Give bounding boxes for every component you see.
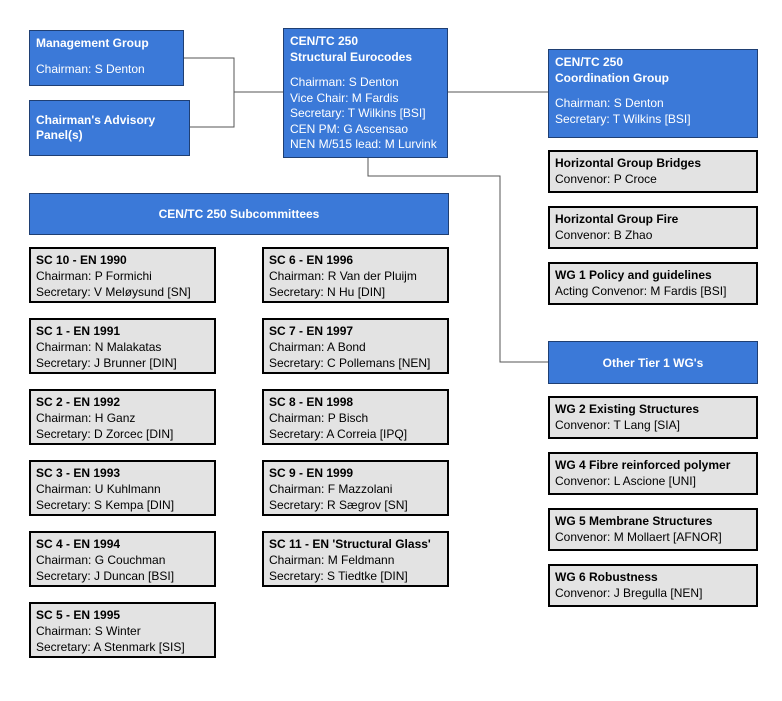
cen-tc-line: NEN M/515 lead: M Lurvink bbox=[290, 137, 437, 151]
subcommittee-secretary: Secretary: R Sægrov [SN] bbox=[269, 498, 408, 512]
horizontal-group-title: Horizontal Group Fire bbox=[555, 212, 679, 226]
working-group-convenor: Acting Convenor: M Fardis [BSI] bbox=[555, 284, 727, 298]
working-group-convenor: Convenor: M Mollaert [AFNOR] bbox=[555, 530, 722, 544]
working-group-title: WG 6 Robustness bbox=[555, 570, 658, 584]
subcommittee-chair: Chairman: F Mazzolani bbox=[269, 482, 393, 496]
working-group-convenor: Convenor: T Lang [SIA] bbox=[555, 418, 680, 432]
cen-tc-line: Chairman: S Denton bbox=[290, 75, 399, 89]
connector-management bbox=[184, 57, 235, 92]
subcommittee-secretary: Secretary: C Pollemans [NEN] bbox=[269, 356, 431, 370]
subcommittee-box: SC 7 - EN 1997 Chairman: A Bond Secretar… bbox=[262, 318, 449, 374]
coordination-title-2: Coordination Group bbox=[555, 70, 669, 85]
working-group-title: WG 4 Fibre reinforced polymer bbox=[555, 458, 731, 472]
subcommittee-chair: Chairman: A Bond bbox=[269, 340, 366, 354]
working-group-convenor: Convenor: L Ascione [UNI] bbox=[555, 474, 696, 488]
working-group-box: WG 6 Robustness Convenor: J Bregulla [NE… bbox=[548, 564, 758, 607]
subcommittee-secretary: Secretary: J Duncan [BSI] bbox=[36, 569, 175, 583]
subcommittee-secretary: Secretary: S Tiedtke [DIN] bbox=[269, 569, 408, 583]
cen-tc-line: Secretary: T Wilkins [BSI] bbox=[290, 106, 426, 120]
subcommittee-secretary: Secretary: A Correia [IPQ] bbox=[269, 427, 408, 441]
subcommittee-title: SC 5 - EN 1995 bbox=[36, 608, 121, 622]
cen-tc-line: CEN PM: G Ascensao bbox=[290, 121, 409, 136]
subcommittee-chair: Chairman: H Ganz bbox=[36, 411, 136, 425]
working-group-title: WG 5 Membrane Structures bbox=[555, 514, 713, 528]
subcommittee-chair: Chairman: P Formichi bbox=[36, 269, 152, 283]
working-group-box: WG 2 Existing Structures Convenor: T Lan… bbox=[548, 396, 758, 439]
subcommittee-box: SC 1 - EN 1991 Chairman: N Malakatas Sec… bbox=[29, 318, 216, 374]
subcommittee-box: SC 2 - EN 1992 Chairman: H Ganz Secretar… bbox=[29, 389, 216, 445]
subcommittee-box: SC 9 - EN 1999 Chairman: F Mazzolani Sec… bbox=[262, 460, 449, 516]
horizontal-group-convenor: Convenor: P Croce bbox=[555, 172, 657, 186]
working-group-convenor: Convenor: J Bregulla [NEN] bbox=[555, 586, 703, 600]
horizontal-group-title: Horizontal Group Bridges bbox=[555, 156, 702, 170]
subcommittee-title: SC 1 - EN 1991 bbox=[36, 324, 121, 338]
subcommittee-title: SC 6 - EN 1996 bbox=[269, 253, 354, 267]
subcommittee-secretary: Secretary: D Zorcec [DIN] bbox=[36, 427, 174, 441]
subcommittee-box: SC 11 - EN 'Structural Glass' Chairman: … bbox=[262, 531, 449, 587]
subcommittee-chair: Chairman: R Van der Pluijm bbox=[269, 269, 417, 283]
advisory-panel-title-2: Panel(s) bbox=[36, 128, 83, 142]
subcommittee-chair: Chairman: P Bisch bbox=[269, 411, 369, 425]
subcommittee-title: SC 2 - EN 1992 bbox=[36, 395, 121, 409]
connector-subtree bbox=[367, 158, 548, 363]
subcommittee-title: SC 4 - EN 1994 bbox=[36, 537, 121, 551]
advisory-panel-title-1: Chairman's Advisory bbox=[36, 112, 156, 127]
coordination-group-box: CEN/TC 250 Coordination Group Chairman: … bbox=[548, 49, 758, 138]
coordination-line: Chairman: S Denton bbox=[555, 96, 664, 110]
working-group-title: WG 2 Existing Structures bbox=[555, 402, 700, 416]
subcommittee-chair: Chairman: S Winter bbox=[36, 624, 141, 638]
subcommittee-chair: Chairman: G Couchman bbox=[36, 553, 166, 567]
horizontal-group-box: Horizontal Group Bridges Convenor: P Cro… bbox=[548, 150, 758, 193]
subcommittee-title: SC 9 - EN 1999 bbox=[269, 466, 354, 480]
subcommittee-box: SC 8 - EN 1998 Chairman: P Bisch Secreta… bbox=[262, 389, 449, 445]
management-group-box: Management Group Chairman: S Denton bbox=[29, 30, 184, 86]
working-group-box: WG 5 Membrane Structures Convenor: M Mol… bbox=[548, 508, 758, 551]
subcommittee-secretary: Secretary: S Kempa [DIN] bbox=[36, 498, 175, 512]
subcommittee-secretary: Secretary: V Meløysund [SN] bbox=[36, 285, 191, 299]
advisory-panel-box: Chairman's Advisory Panel(s) bbox=[29, 100, 190, 156]
subcommittee-box: SC 4 - EN 1994 Chairman: G Couchman Secr… bbox=[29, 531, 216, 587]
subcommittee-secretary: Secretary: A Stenmark [SIS] bbox=[36, 640, 185, 654]
working-group-box: WG 4 Fibre reinforced polymer Convenor: … bbox=[548, 452, 758, 495]
subcommittee-box: SC 5 - EN 1995 Chairman: S Winter Secret… bbox=[29, 602, 216, 658]
subcommittee-secretary: Secretary: J Brunner [DIN] bbox=[36, 356, 177, 370]
horizontal-group-box: Horizontal Group Fire Convenor: B Zhao bbox=[548, 206, 758, 249]
subcommittee-title: SC 10 - EN 1990 bbox=[36, 253, 127, 267]
subcommittee-chair: Chairman: N Malakatas bbox=[36, 340, 162, 354]
cen-tc-title-2: Structural Eurocodes bbox=[290, 49, 413, 64]
subcommittee-box: SC 6 - EN 1996 Chairman: R Van der Pluij… bbox=[262, 247, 449, 303]
subcommittee-box: SC 3 - EN 1993 Chairman: U Kuhlmann Secr… bbox=[29, 460, 216, 516]
working-group-title: WG 1 Policy and guidelines bbox=[555, 268, 712, 282]
connector-advisory bbox=[190, 91, 283, 128]
subcommittee-title: SC 11 - EN 'Structural Glass' bbox=[269, 537, 431, 551]
horizontal-group-convenor: Convenor: B Zhao bbox=[555, 228, 653, 242]
other-wgs-header: Other Tier 1 WG's bbox=[548, 341, 758, 384]
subcommittee-box: SC 10 - EN 1990 Chairman: P Formichi Sec… bbox=[29, 247, 216, 303]
management-group-chairman: Chairman: S Denton bbox=[36, 61, 145, 76]
subcommittees-header: CEN/TC 250 Subcommittees bbox=[29, 193, 449, 235]
management-group-title: Management Group bbox=[36, 36, 149, 50]
subcommittee-chair: Chairman: M Feldmann bbox=[269, 553, 395, 567]
subcommittee-title: SC 8 - EN 1998 bbox=[269, 395, 354, 409]
subcommittee-chair: Chairman: U Kuhlmann bbox=[36, 482, 161, 496]
subcommittee-title: SC 3 - EN 1993 bbox=[36, 466, 121, 480]
cen-tc-line: Vice Chair: M Fardis bbox=[290, 90, 399, 105]
working-group-box: WG 1 Policy and guidelines Acting Conven… bbox=[548, 262, 758, 305]
subcommittee-title: SC 7 - EN 1997 bbox=[269, 324, 354, 338]
coordination-line: Secretary: T Wilkins [BSI] bbox=[555, 111, 691, 126]
coordination-title-1: CEN/TC 250 bbox=[555, 55, 624, 69]
cen-tc-title-1: CEN/TC 250 bbox=[290, 34, 359, 48]
subcommittee-secretary: Secretary: N Hu [DIN] bbox=[269, 285, 386, 299]
cen-tc-250-box: CEN/TC 250 Structural Eurocodes Chairman… bbox=[283, 28, 448, 158]
